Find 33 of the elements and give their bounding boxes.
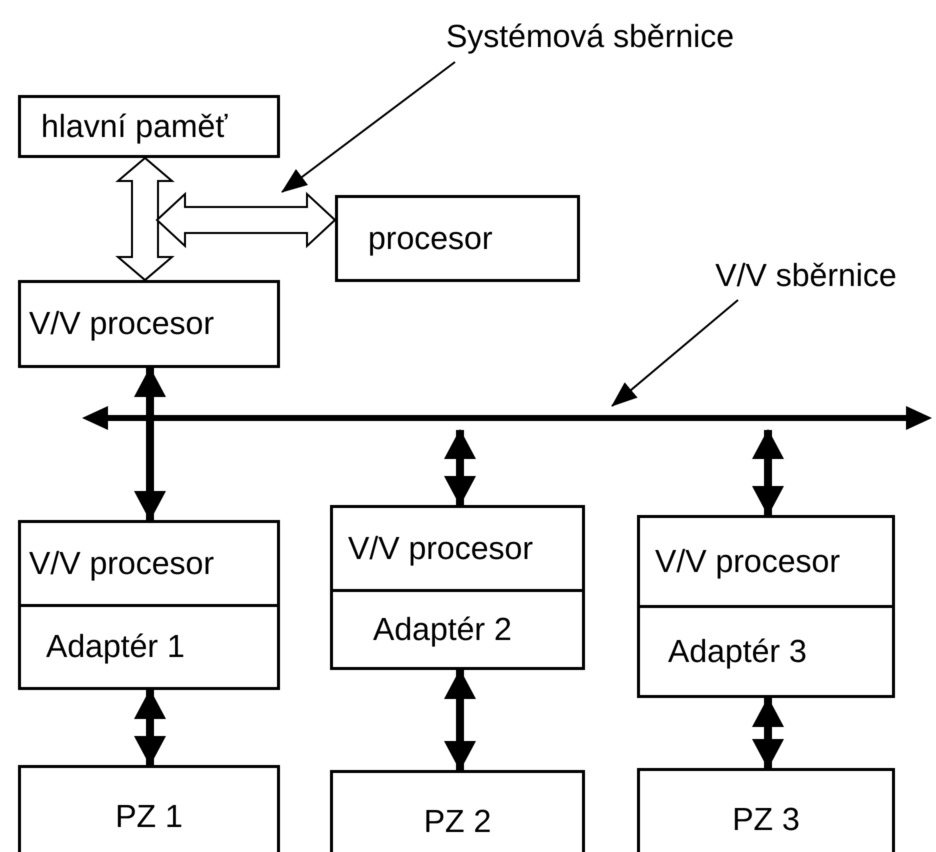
box-label: PZ 1	[115, 798, 183, 834]
double-arrow	[752, 697, 784, 769]
process-box	[18, 95, 280, 158]
double-arrow	[156, 192, 336, 248]
box-label: V/V procesor	[348, 530, 533, 566]
bus-label: Systémová sběrnice	[446, 19, 734, 55]
box-label: PZ 3	[732, 802, 800, 838]
adapter-box	[18, 520, 280, 690]
box-label: Adaptér 3	[668, 634, 807, 670]
box-label: Adaptér 1	[46, 629, 185, 664]
box-label: hlavní paměť	[41, 108, 228, 144]
adapter-box	[637, 515, 895, 698]
box-label: procesor	[368, 220, 492, 256]
adapter-box	[330, 505, 585, 670]
device-box	[18, 765, 280, 852]
bus-label: V/V sběrnice	[715, 258, 897, 294]
double-arrow	[444, 669, 476, 771]
device-box	[637, 768, 895, 852]
device-box	[330, 770, 585, 852]
box-label: Adaptér 2	[373, 612, 512, 648]
double-arrow	[115, 156, 175, 282]
double-arrow	[134, 367, 166, 521]
box-label: V/V procesor	[29, 306, 214, 342]
leader-line	[281, 61, 456, 193]
box-label: PZ 2	[424, 804, 492, 840]
process-box	[18, 280, 280, 368]
double-arrow	[444, 429, 476, 506]
box-label: V/V procesor	[29, 546, 214, 581]
double-arrow	[752, 429, 784, 516]
box-label: V/V procesor	[655, 544, 840, 580]
double-arrow	[134, 689, 166, 766]
leader-line	[611, 299, 739, 407]
process-box	[335, 195, 580, 282]
